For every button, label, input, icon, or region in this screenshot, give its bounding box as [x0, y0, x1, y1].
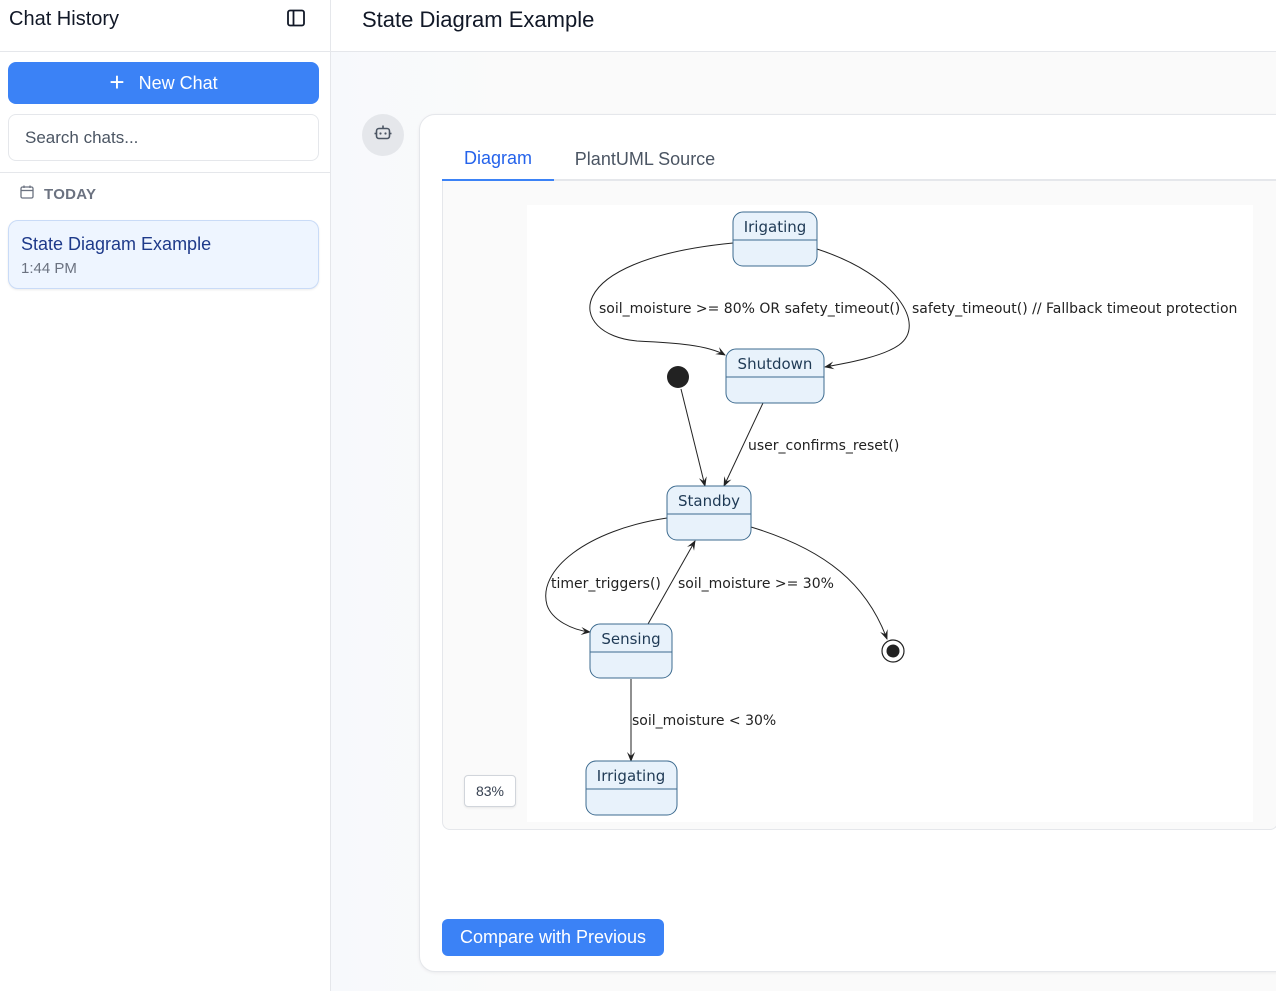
- calendar-icon: [20, 185, 34, 203]
- section-label-today: TODAY: [20, 185, 96, 203]
- sidebar: Chat History + New Chat TODAY State Diag…: [0, 0, 331, 991]
- state-standby: Standby: [666, 485, 752, 541]
- sidebar-toggle-icon[interactable]: [286, 8, 306, 28]
- bot-avatar: [362, 114, 404, 156]
- final-state-node: [881, 639, 905, 663]
- state-irrigating-bottom-label: Irrigating: [597, 767, 665, 785]
- sidebar-header: Chat History: [0, 0, 330, 52]
- bot-icon: [373, 123, 393, 148]
- edge-irrigating-shutdown-left: [589, 242, 734, 356]
- chat-item-title: State Diagram Example: [21, 234, 212, 254]
- edge-standby-sensing: [545, 517, 668, 635]
- state-standby-label: Standby: [678, 492, 740, 510]
- plus-icon: +: [109, 66, 125, 97]
- zoom-level-badge[interactable]: 83%: [464, 775, 516, 807]
- new-chat-label: New Chat: [138, 72, 218, 93]
- sidebar-divider: [0, 172, 330, 173]
- chat-list-item[interactable]: State Diagram Example 1:44 PM: [8, 220, 319, 289]
- message-card: Diagram PlantUML Source: [419, 114, 1276, 972]
- edge-standby-final: [750, 526, 888, 640]
- chat-item-time: 1:44 PM: [21, 260, 77, 277]
- label-sensing-standby: soil_moisture >= 30%: [678, 576, 834, 592]
- compare-with-previous-button[interactable]: Compare with Previous: [442, 919, 664, 956]
- edge-initial-standby: [680, 388, 707, 487]
- main-header: State Diagram Example: [331, 0, 1276, 52]
- state-diagram: soil_moisture >= 80% OR safety_timeout()…: [545, 211, 1237, 816]
- edge-sensing-standby: [647, 540, 696, 625]
- state-shutdown: Shutdown: [725, 348, 825, 404]
- state-shutdown-label: Shutdown: [738, 355, 813, 373]
- main-panel: State Diagram Example Diagram PlantUML S…: [331, 0, 1276, 991]
- edge-shutdown-standby: [723, 402, 764, 487]
- state-sensing-label: Sensing: [601, 630, 660, 648]
- tab-plantuml-source[interactable]: PlantUML Source: [574, 148, 716, 169]
- label-shutdown-standby: user_confirms_reset(): [748, 438, 899, 454]
- tab-diagram[interactable]: Diagram: [442, 137, 554, 181]
- state-irrigating-bottom: Irrigating: [585, 760, 678, 816]
- search-input[interactable]: [8, 114, 319, 161]
- state-irrigating-top: Irigating: [732, 211, 818, 267]
- label-sensing-irrigating: soil_moisture < 30%: [632, 713, 776, 729]
- section-label-text: TODAY: [44, 185, 97, 203]
- label-irrigating-shutdown-moisture: soil_moisture >= 80% OR safety_timeout(): [599, 301, 900, 317]
- diagram-canvas[interactable]: soil_moisture >= 80% OR safety_timeout()…: [527, 205, 1253, 822]
- state-irrigating-top-label: Irigating: [744, 218, 807, 236]
- diagram-frame: soil_moisture >= 80% OR safety_timeout()…: [442, 181, 1276, 830]
- page-title: State Diagram Example: [362, 7, 595, 32]
- new-chat-button[interactable]: + New Chat: [8, 62, 319, 104]
- sidebar-title: Chat History: [9, 8, 120, 30]
- label-standby-sensing: timer_triggers(): [551, 576, 661, 592]
- initial-state-node: [667, 366, 689, 388]
- label-irrigating-shutdown-timeout: safety_timeout() // Fallback timeout pro…: [912, 301, 1237, 317]
- state-sensing: Sensing: [589, 623, 673, 679]
- tab-bar: Diagram PlantUML Source: [442, 137, 1276, 181]
- edge-irrigating-shutdown-right: [816, 248, 910, 370]
